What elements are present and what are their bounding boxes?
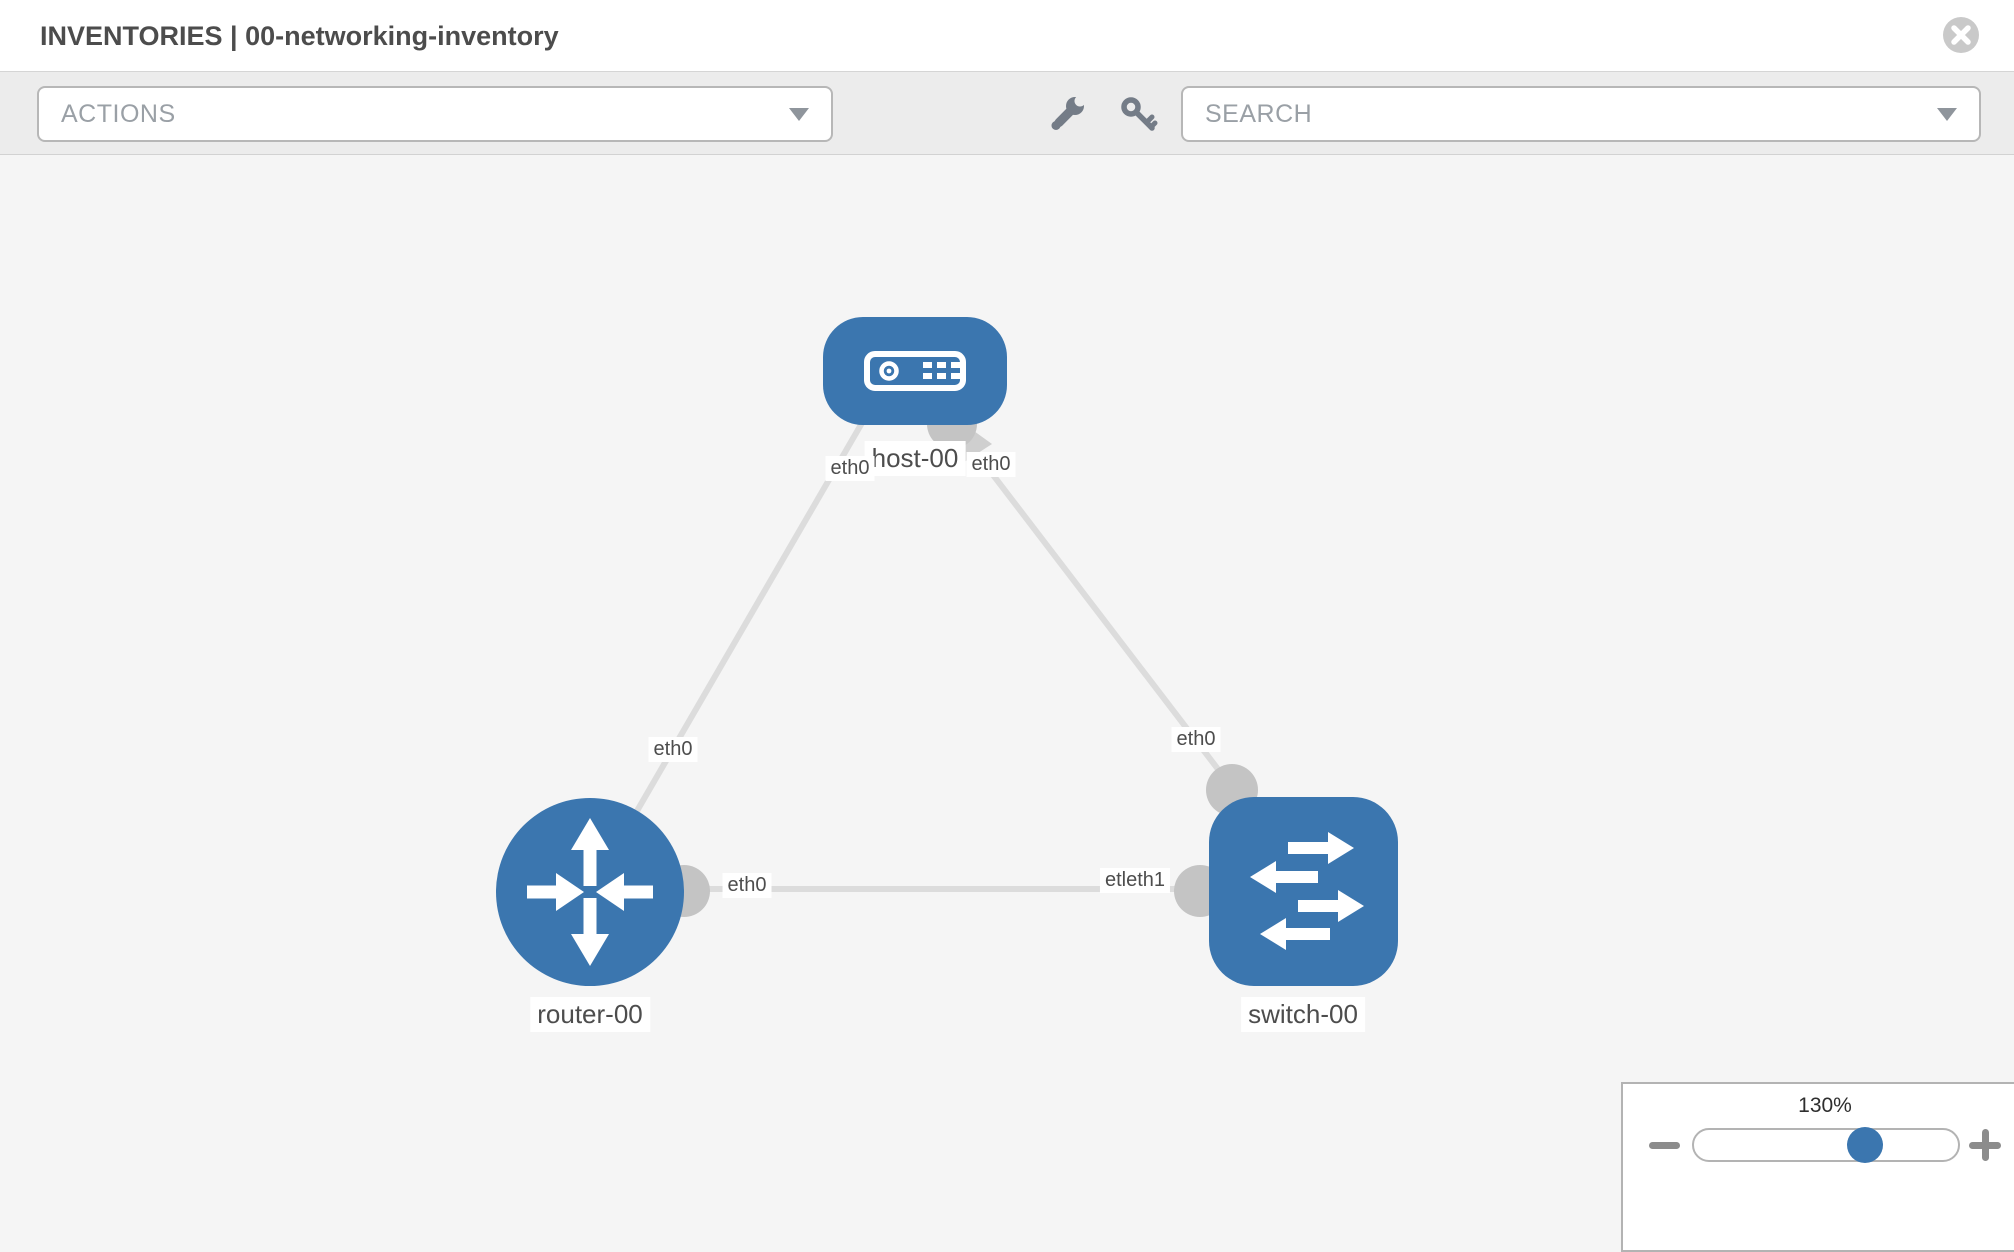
zoom-slider-thumb[interactable]: [1847, 1127, 1883, 1163]
chevron-down-icon: [789, 107, 809, 121]
interface-label-router-top: eth0: [648, 737, 698, 762]
endpoints: [658, 399, 1258, 917]
actions-dropdown-label: ACTIONS: [61, 99, 176, 128]
page-title: INVENTORIES | 00-networking-inventory: [40, 21, 559, 51]
switch-icon: [1250, 832, 1364, 950]
interface-label-host-right: eth0: [966, 452, 1016, 477]
node-label-host: host-00: [864, 441, 966, 476]
interface-label-switch-top: eth0: [1171, 727, 1221, 752]
close-icon[interactable]: [1942, 16, 1980, 54]
search-dropdown-label: SEARCH: [1205, 99, 1313, 128]
edges: [587, 408, 1303, 894]
zoom-out-button[interactable]: [1649, 1142, 1680, 1149]
zoom-percentage: 130%: [1798, 1094, 1852, 1117]
interface-label-router-right: eth0: [722, 873, 772, 898]
topology-canvas[interactable]: [0, 0, 2014, 1200]
key-icon[interactable]: [1118, 94, 1160, 136]
node-host-00[interactable]: [823, 317, 1007, 425]
chevron-down-icon: [1937, 107, 1957, 121]
host-icon: [864, 351, 966, 391]
interface-label-switch-left: etleth1: [1099, 868, 1171, 893]
interface-label-host-left: eth0: [825, 456, 875, 481]
zoom-panel: 130%: [1621, 1082, 2014, 1252]
node-router-00[interactable]: [496, 798, 684, 986]
wrench-icon[interactable]: [1046, 94, 1088, 136]
node-label-switch: switch-00: [1241, 997, 1365, 1032]
node-switch-00[interactable]: [1209, 797, 1398, 986]
router-icon: [527, 818, 653, 966]
header-bar: INVENTORIES | 00-networking-inventory: [0, 0, 2014, 72]
zoom-slider-track[interactable]: [1692, 1128, 1960, 1162]
actions-dropdown[interactable]: ACTIONS: [37, 86, 833, 142]
search-dropdown[interactable]: SEARCH: [1181, 86, 1981, 142]
zoom-in-button[interactable]: [1969, 1129, 2001, 1161]
toolbar: ACTIONS SEARCH: [0, 72, 2014, 155]
node-label-router: router-00: [530, 997, 650, 1032]
